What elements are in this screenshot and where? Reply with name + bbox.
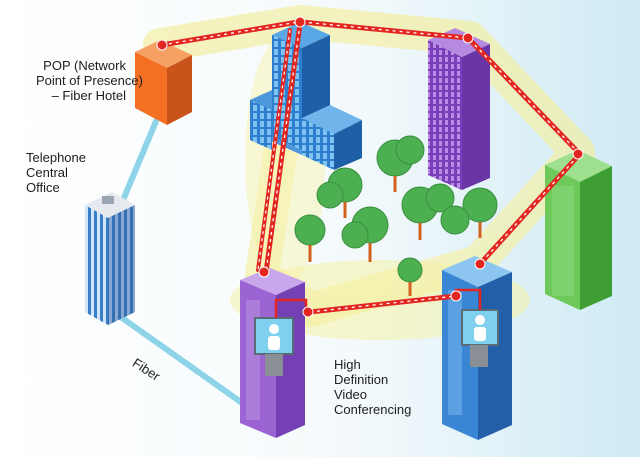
- central-office-building: [85, 192, 135, 325]
- pop-building: [135, 40, 192, 125]
- pop-label-line-1: POP (Network: [43, 58, 126, 73]
- video-screen-icon: [461, 309, 499, 367]
- video-screen-icon: [254, 317, 294, 376]
- central-office-label-line-3: Office: [26, 180, 60, 195]
- wireless-link-secondary: [256, 28, 292, 272]
- pop-label-line-3: – Fiber Hotel: [51, 88, 126, 103]
- antenna-nodes: [156, 16, 584, 318]
- video-label-line-2: Definition: [334, 372, 389, 387]
- green-office-tower: [545, 150, 612, 310]
- trees: [294, 135, 498, 296]
- video-label-line-1: High: [334, 357, 361, 372]
- pop-label: POP (Network Point of Presence) – Fiber …: [36, 58, 143, 103]
- central-office-label-line-1: Telephone: [26, 150, 86, 165]
- central-office-label: Telephone Central Office: [26, 150, 86, 195]
- purple-office-tower: [428, 28, 490, 190]
- wireless-link-chevrons: [161, 21, 579, 313]
- video-label-line-3: Video: [334, 387, 368, 402]
- video-label-line-4: Conferencing: [334, 402, 412, 417]
- central-office-label-line-2: Central: [26, 165, 68, 180]
- video-conferencing-label: High Definition Video Conferencing: [334, 357, 411, 417]
- pop-label-line-2: Point of Presence): [36, 73, 143, 88]
